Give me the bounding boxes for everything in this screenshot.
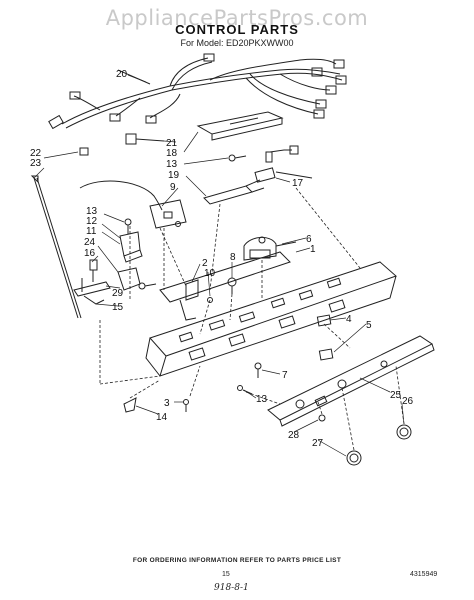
- wire-harness-drawing: [48, 53, 347, 130]
- rod-22-23-drawing: [30, 147, 89, 319]
- callout-13a: 13: [166, 159, 178, 170]
- callout-19: 19: [168, 170, 180, 181]
- callout-25: 25: [390, 390, 402, 401]
- clip-21-drawing: [125, 133, 137, 145]
- screw-13a-drawing: [228, 154, 247, 162]
- callout-13b: 13: [86, 206, 98, 217]
- watermark-text: AppliancePartsPros.com: [105, 6, 369, 30]
- switch-6-drawing: [243, 236, 297, 261]
- callout-28: 28: [288, 430, 300, 441]
- callout-2: 2: [202, 258, 208, 269]
- callout-12: 12: [86, 216, 98, 227]
- callout-6: 6: [306, 234, 312, 245]
- diagram-title: CONTROL PARTS: [175, 22, 299, 37]
- callout-3: 3: [164, 398, 170, 409]
- cover-18-drawing: [196, 111, 284, 141]
- callout-20: 20: [116, 69, 128, 80]
- ordering-info: FOR ORDERING INFORMATION REFER TO PARTS …: [132, 557, 342, 564]
- parts-24-16-drawing: [89, 259, 157, 291]
- screw-7-drawing: [254, 362, 262, 378]
- screw-13c-drawing: [237, 385, 253, 395]
- callout-9: 9: [170, 182, 176, 193]
- callout-11: 11: [86, 226, 97, 237]
- callout-7: 7: [282, 370, 288, 381]
- callout-5: 5: [366, 320, 372, 331]
- callout-16: 16: [84, 248, 96, 259]
- part-code: 4315949: [410, 571, 438, 578]
- callout-10: 10: [204, 268, 216, 279]
- assembly-lines: [99, 187, 405, 451]
- front-panel-25-drawing: [267, 335, 435, 427]
- callout-26: 26: [402, 396, 414, 407]
- callout-29: 29: [112, 288, 124, 299]
- thermostat-9-drawing: [79, 180, 187, 229]
- callout-4: 4: [346, 314, 352, 325]
- page-number: 15: [222, 571, 230, 578]
- callout-23: 23: [30, 158, 42, 169]
- parts-3-14-drawing: [123, 397, 189, 413]
- leader-lines: [33, 74, 405, 457]
- callout-1: 1: [310, 244, 316, 255]
- socket-17-drawing: [254, 145, 313, 183]
- callout-13c: 13: [256, 394, 268, 405]
- callout-17: 17: [292, 178, 304, 189]
- callout-24: 24: [84, 237, 96, 248]
- lever-15-drawing: [73, 278, 111, 305]
- model-number: For Model: ED20PKXWW00: [180, 38, 294, 48]
- callout-18: 18: [166, 148, 178, 159]
- callout-22: 22: [30, 148, 42, 159]
- knobs-drawing: [318, 414, 412, 466]
- callout-27: 27: [312, 438, 324, 449]
- handwritten-note: 918-8-1: [214, 583, 249, 593]
- callout-15: 15: [112, 302, 124, 313]
- screw-13b-drawing: [124, 218, 132, 234]
- bulb-19-drawing: [203, 179, 265, 205]
- callout-14: 14: [156, 412, 168, 423]
- callout-8: 8: [230, 252, 236, 263]
- bracket-11-drawing: [119, 231, 143, 263]
- control-housing-1-drawing: [145, 251, 397, 377]
- parts-2-10-8-drawing: [185, 277, 237, 303]
- callout-21: 21: [166, 138, 178, 149]
